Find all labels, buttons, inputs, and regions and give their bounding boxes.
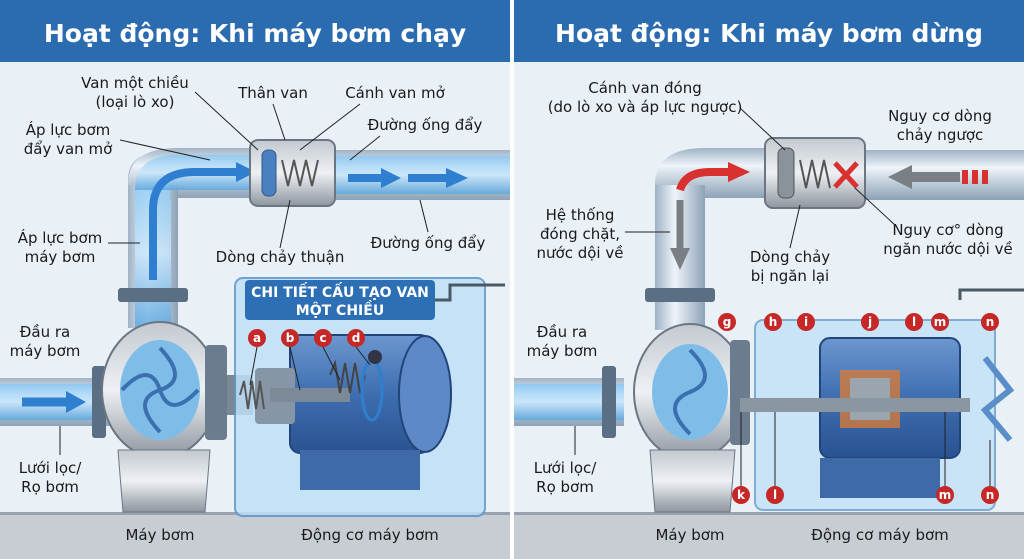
svg-text:h: h — [769, 315, 778, 329]
label-discharge-pipe-bottom: Đường ống đẩy — [371, 234, 486, 252]
svg-text:j: j — [867, 315, 872, 329]
label-pump-outlet-1: Đầu ra — [20, 323, 70, 341]
label-system-2: đóng chặt, — [540, 225, 620, 243]
right-red-arrow — [728, 162, 750, 182]
right-down-arrow — [670, 248, 690, 270]
label-check-valve: Van một chiều — [81, 74, 189, 92]
svg-text:l: l — [912, 315, 916, 329]
label-pump-pressure-2: máy bơm — [25, 248, 96, 266]
label-right-strainer-2: Rọ bơm — [536, 478, 594, 496]
label-strainer-1: Lưới lọc/ — [19, 459, 83, 477]
svg-text:i: i — [804, 315, 808, 329]
svg-text:c: c — [319, 331, 326, 345]
svg-text:n: n — [986, 488, 995, 502]
label-right-strainer-1: Lưới lọc/ — [534, 459, 598, 477]
right-badges-bottom: k l m n — [732, 486, 999, 504]
label-check-valve-type: (loại lò xo) — [96, 93, 175, 111]
label-right-pump-outlet-2: máy bơm — [527, 342, 598, 360]
right-valve-flap — [777, 147, 795, 199]
svg-text:d: d — [352, 331, 361, 345]
svg-text:g: g — [723, 315, 732, 329]
label-right-pump-outlet-1: Đầu ra — [537, 323, 587, 341]
label-right-motor: Động cơ máy bơm — [811, 526, 949, 544]
left-header — [0, 0, 510, 62]
label-system-1: Hệ thống — [546, 206, 615, 224]
svg-text:l: l — [773, 488, 777, 502]
left-pump-flange — [205, 345, 227, 440]
label-blocked-flow-2: bị ngăn lại — [751, 267, 829, 285]
label-pump-pressure-open-2: đẩy van mở — [24, 140, 113, 158]
label-hammer-risk-1: Nguy cơ° dòng — [892, 221, 1003, 239]
detail-box-title-1: CHI TIẾT CẤU TẠO VAN — [251, 281, 429, 301]
label-pump-pressure-open-1: Áp lực bơm — [26, 120, 111, 139]
left-flow-arrow-2 — [381, 168, 401, 188]
svg-text:a: a — [253, 331, 261, 345]
left-pump-base — [117, 449, 211, 513]
label-blocked-flow-1: Dòng chảy — [750, 248, 830, 266]
svg-text:m: m — [934, 315, 947, 329]
right-fan — [980, 356, 1015, 442]
label-valve-body: Thân van — [237, 84, 308, 102]
label-motor: Động cơ máy bơm — [301, 526, 439, 544]
right-badges-top: g h i j l m n — [718, 313, 999, 331]
detail-box-header — [245, 280, 435, 320]
left-motor-base — [300, 450, 420, 490]
label-hammer-risk-2: ngăn nước dội về — [883, 240, 1012, 258]
detail-spring-a — [239, 380, 265, 410]
right-backflow-arrow — [888, 165, 912, 189]
label-discharge-pipe-top: Đường ống đẩy — [368, 116, 483, 134]
left-flow-arrow-3 — [446, 168, 468, 188]
label-right-pump: Máy bơm — [655, 526, 724, 544]
panel-divider — [510, 0, 514, 559]
detail-box-title-2: MỘT CHIỀU — [296, 300, 384, 319]
detail-spring-c — [329, 359, 366, 394]
svg-text:n: n — [986, 315, 995, 329]
label-flap-open: Cánh van mở — [345, 84, 445, 102]
label-backflow-risk-2: chảy ngược — [897, 126, 984, 144]
svg-text:k: k — [737, 488, 746, 502]
label-pump-pressure-1: Áp lực bơm — [18, 228, 103, 247]
right-shaft — [740, 398, 970, 412]
right-floor — [514, 512, 1024, 559]
label-forward-flow: Dòng chảy thuận — [216, 248, 345, 266]
label-flap-closed-reason: (do lò xo và áp lực ngược) — [548, 98, 743, 116]
left-vertical-flange — [118, 288, 188, 302]
label-pump-outlet-2: máy bơm — [10, 342, 81, 360]
label-strainer-2: Rọ bơm — [21, 478, 79, 496]
detail-shaft — [270, 388, 350, 402]
right-block-mark — [833, 161, 859, 189]
svg-text:b: b — [286, 331, 295, 345]
left-suction-arrow — [66, 391, 86, 413]
label-backflow-risk-1: Nguy cơ dòng — [888, 107, 992, 125]
label-flap-closed: Cánh van đóng — [588, 79, 702, 97]
right-title: Hoạt động: Khi máy bơm dừng — [555, 19, 983, 48]
label-system-3: nước dội về — [537, 244, 624, 262]
left-valve-flap — [261, 149, 277, 197]
left-badges: a b c d — [248, 329, 365, 347]
left-flow-arrow-1 — [236, 162, 256, 182]
left-valve-spring — [281, 159, 319, 187]
label-pump: Máy bơm — [125, 526, 194, 544]
left-floor — [0, 512, 510, 559]
left-title: Hoạt động: Khi máy bơm chạy — [44, 19, 466, 48]
right-header — [514, 0, 1024, 62]
svg-text:m: m — [939, 488, 952, 502]
left-impeller — [120, 346, 200, 434]
